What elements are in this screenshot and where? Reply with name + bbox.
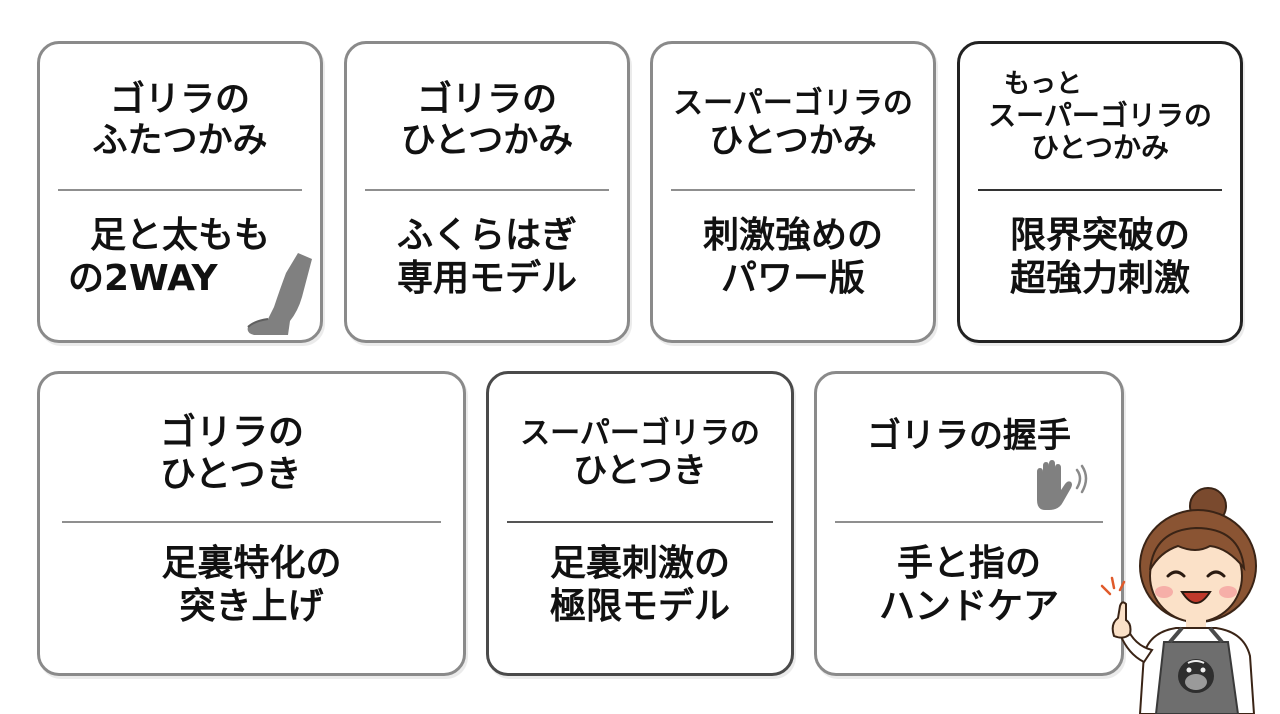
card-description: 限界突破の 超強力刺激 (960, 214, 1240, 300)
product-card-motto-super-hitotsukami: もっと スーパーゴリラの ひとつかみ 限界突破の 超強力刺激 (957, 41, 1243, 343)
card-title-line: ひとつき (573, 451, 707, 492)
card-title-line: ゴリラの (416, 80, 557, 120)
card-description: 手と指の ハンドケア (817, 542, 1121, 628)
card-description-line: 極限モデル (549, 586, 730, 628)
card-description-line: パワー版 (720, 258, 865, 300)
card-title-line: スーパーゴリラの (988, 98, 1212, 132)
card-description: 足裏特化の 突き上げ (40, 542, 463, 628)
card-title-line: ひとつかみ (709, 121, 877, 162)
product-card-akushu: ゴリラの握手 手と指の ハンドケア (814, 371, 1124, 676)
card-description-line: 刺激強めの (702, 215, 883, 256)
gorilla-face-icon (1178, 659, 1214, 693)
card-description: ふくらはぎ 専用モデル (347, 214, 627, 300)
product-card-futatsukami: ゴリラの ふたつかみ 足と太もも の2WAY (37, 41, 323, 343)
card-divider (978, 189, 1222, 191)
card-title-line: スーパーゴリラの (673, 86, 913, 121)
card-description-line: ハンドケア (878, 586, 1059, 628)
card-title-line: ゴリラの (109, 80, 250, 120)
woman-pointing-illustration (1100, 487, 1257, 714)
card-divider (671, 189, 915, 191)
card-divider (507, 521, 773, 523)
product-card-super-hitotsukami: スーパーゴリラの ひとつかみ 刺激強めの パワー版 (650, 41, 936, 343)
product-card-hitotsukami: ゴリラの ひとつかみ ふくらはぎ 専用モデル (344, 41, 630, 343)
card-title: ゴリラの握手 (817, 416, 1121, 456)
hand-icon (1037, 460, 1088, 510)
card-title: ゴリラの ひとつかみ (347, 80, 627, 163)
card-title-line: ふたつかみ (92, 121, 268, 162)
card-description-line: 専用モデル (396, 258, 577, 300)
card-title: もっと スーパーゴリラの ひとつかみ (960, 69, 1240, 165)
card-divider (62, 521, 441, 523)
card-title-line: ゴリラの (160, 412, 305, 453)
card-title-line: スーパーゴリラの (520, 416, 760, 451)
card-divider (365, 189, 609, 191)
card-title-line: ひとつかみ (1030, 131, 1170, 165)
card-description: 刺激強めの パワー版 (653, 214, 933, 300)
card-description-line: 足と太もも (89, 215, 270, 256)
card-description-line: 限界突破の (1009, 215, 1190, 256)
card-description-line: 超強力刺激 (1009, 258, 1190, 300)
card-title: スーパーゴリラの ひとつき (489, 416, 791, 492)
card-description-line: 手と指の (896, 543, 1041, 584)
card-description-line: 突き上げ (179, 586, 324, 628)
leg-icon (247, 253, 312, 335)
card-divider (835, 521, 1103, 523)
card-title: ゴリラの ひとつき (40, 412, 463, 497)
card-description-line: 足裏特化の (161, 543, 342, 584)
card-title-line: ゴリラの握手 (867, 416, 1071, 456)
card-divider (58, 189, 302, 191)
card-description: 足と太もも の2WAY (40, 214, 320, 300)
card-description-line: ふくらはぎ (396, 215, 577, 256)
product-card-hitotsuki: ゴリラの ひとつき 足裏特化の 突き上げ (37, 371, 466, 676)
card-description-line: の2WAY (68, 258, 218, 300)
card-title: スーパーゴリラの ひとつかみ (653, 86, 933, 162)
card-title-line: ひとつかみ (400, 121, 574, 162)
card-description: 足裏刺激の 極限モデル (489, 542, 791, 628)
card-title-line: もっと (1004, 69, 1083, 99)
card-title: ゴリラの ふたつかみ (40, 80, 320, 163)
card-description-line: 足裏刺激の (549, 543, 730, 584)
card-title-line: ひとつき (160, 454, 302, 496)
product-card-super-hitotsuki: スーパーゴリラの ひとつき 足裏刺激の 極限モデル (486, 371, 794, 676)
